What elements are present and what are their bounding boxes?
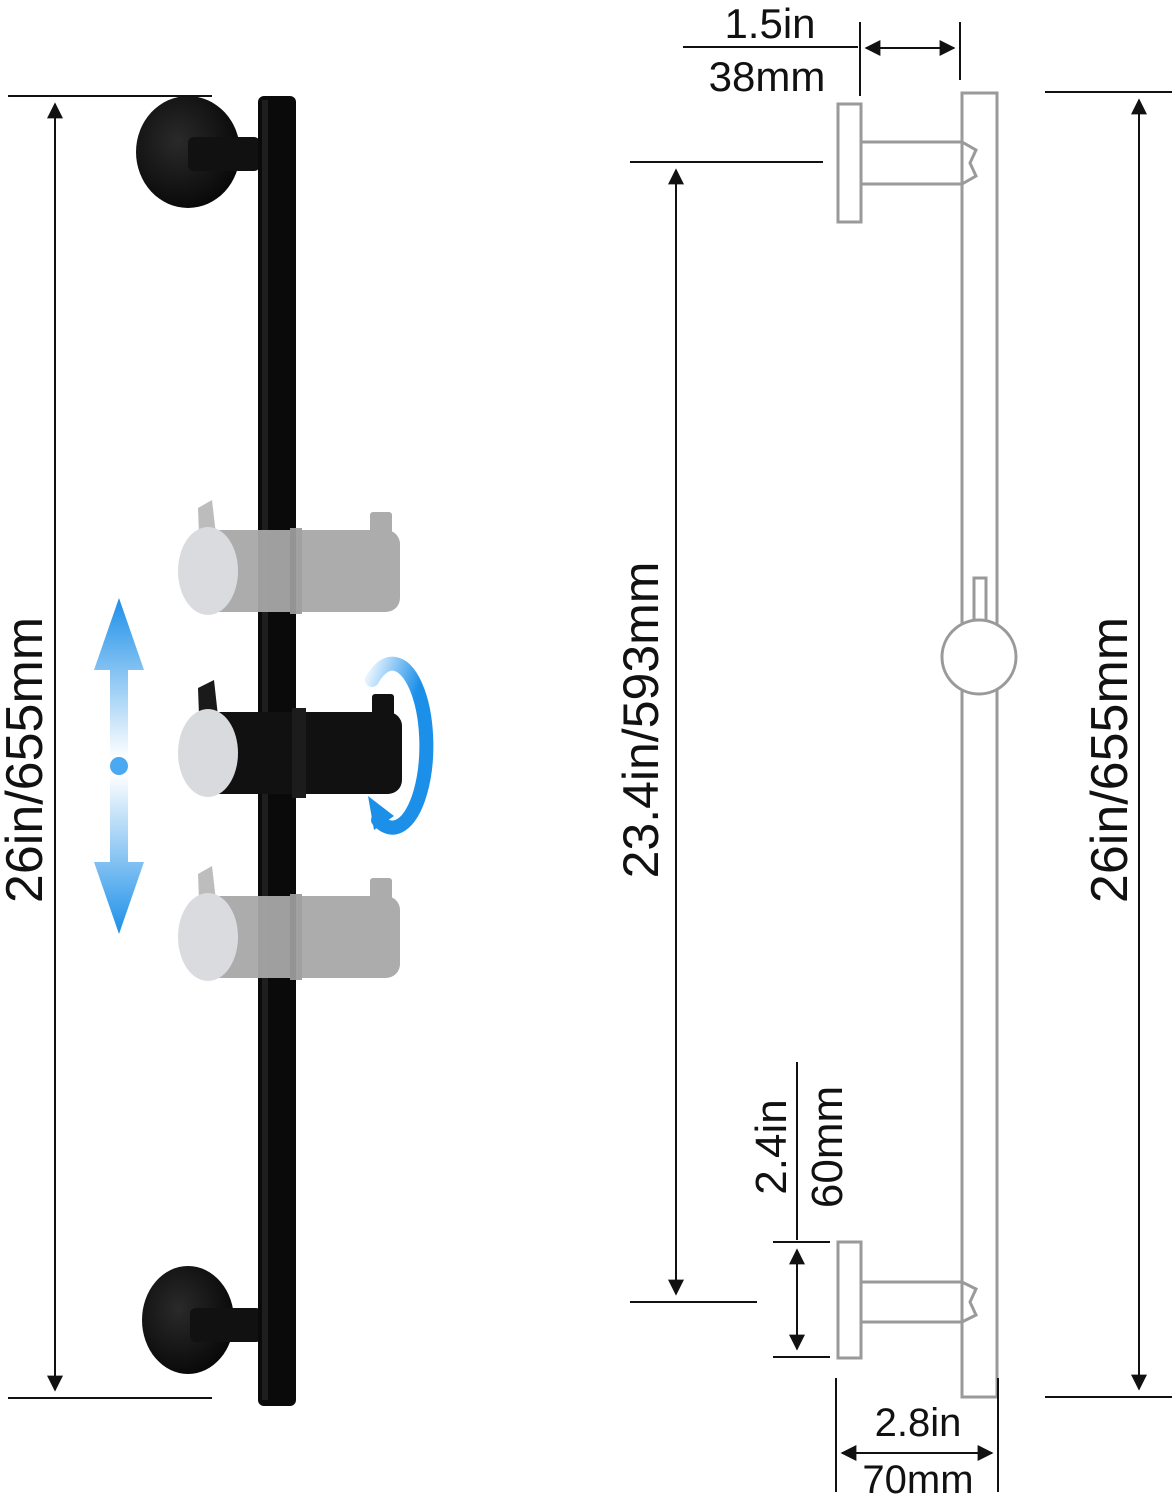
bar-offset-mm-label: 38mm (709, 53, 826, 100)
drawing-bar-outline (960, 91, 999, 1399)
total-length-label-left: 26in/655mm (0, 617, 54, 903)
double-vertical-arrow-icon (94, 598, 144, 934)
shower-holder-active (178, 680, 402, 798)
projection-mm-label: 70mm (862, 1458, 973, 1500)
drawing-bottom-flange (836, 1240, 863, 1360)
projection-in-label: 2.8in (875, 1401, 962, 1445)
bracket-spacing-label: 23.4in/593mm (613, 562, 669, 879)
bottom-wall-flange (142, 1266, 234, 1374)
technical-drawing (836, 91, 1018, 1399)
bar-offset-in-label: 1.5in (724, 0, 815, 47)
drawing-holder-stem (972, 576, 988, 624)
shower-holder-ghost-bottom (178, 866, 400, 981)
top-mount-arm (188, 137, 260, 171)
drawing-top-flange (836, 102, 863, 224)
drawing-bottom-arm (861, 1280, 978, 1324)
product-illustration: 26in/655mm (0, 95, 434, 1406)
rotate-arrow-icon (365, 656, 434, 835)
drawing-holder-circle (940, 618, 1018, 696)
shower-holder-ghost-top (178, 500, 400, 615)
drawing-top-arm (861, 140, 978, 186)
mount-diameter-in-label: 2.4in (747, 1099, 796, 1194)
total-length-label-right: 26in/655mm (1081, 617, 1139, 903)
bottom-mount-arm (190, 1308, 262, 1342)
mount-diameter-mm-label: 60mm (803, 1086, 852, 1208)
drawing-dimensions (630, 22, 1172, 1492)
